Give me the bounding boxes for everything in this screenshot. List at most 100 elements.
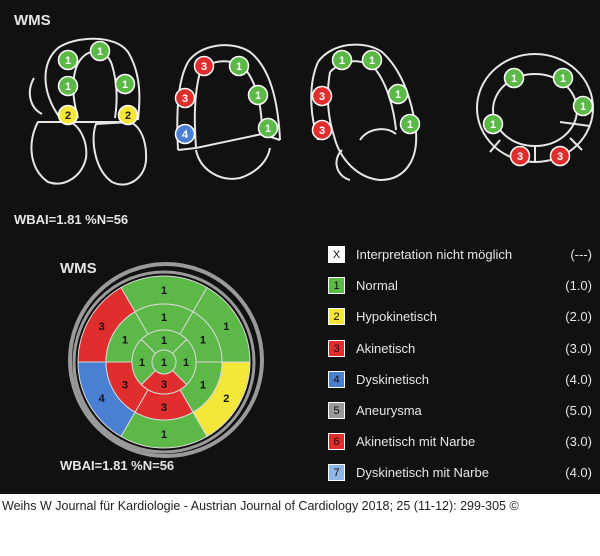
segment-label: 3 bbox=[201, 61, 207, 73]
legend-label: Dyskinetisch bbox=[356, 371, 429, 387]
legend-label: Hypokinetisch bbox=[356, 309, 437, 325]
legend-swatch: 4 bbox=[328, 370, 345, 388]
segment-marker bbox=[331, 49, 353, 71]
segment-marker bbox=[57, 49, 79, 71]
segment-marker bbox=[549, 145, 571, 167]
segment-marker bbox=[228, 55, 250, 77]
segment-marker bbox=[257, 117, 279, 139]
segment-label: 1 bbox=[407, 119, 413, 131]
segment-label: 1 bbox=[97, 46, 103, 58]
legend-swatch: 2 bbox=[328, 308, 345, 326]
bullseye-segment-label: 2 bbox=[223, 393, 229, 405]
legend-row: 4 Dyskinetisch (4.0) bbox=[326, 370, 596, 392]
bullseye-segment-label: 1 bbox=[223, 321, 229, 333]
segment-marker bbox=[174, 87, 196, 109]
segment-marker bbox=[311, 119, 333, 141]
legend-label: Normal bbox=[356, 278, 398, 294]
legend-row: 5 Aneurysma (5.0) bbox=[326, 401, 596, 423]
view-3ch-markers: 1 1 3 1 3 1 bbox=[311, 49, 421, 141]
echo-views: 1 1 1 1 2 2 3 1 3 1 4 1 bbox=[28, 37, 594, 186]
segment-label: 1 bbox=[65, 55, 71, 67]
wms-title-bullseye: WMS bbox=[60, 260, 97, 277]
segment-label: 3 bbox=[319, 91, 325, 103]
bullseye-segment-label: 1 bbox=[200, 380, 206, 392]
legend-label: Interpretation nicht möglich bbox=[356, 247, 513, 262]
bullseye-segment-label: 3 bbox=[161, 402, 167, 414]
bullseye-segment-label: 3 bbox=[122, 380, 128, 392]
view-2ch bbox=[176, 44, 281, 180]
segment-marker bbox=[361, 49, 383, 71]
legend-value: (4.0) bbox=[565, 371, 592, 387]
bullseye-segment-label: 1 bbox=[139, 357, 145, 369]
segment-label: 1 bbox=[560, 73, 566, 85]
segment-label: 1 bbox=[369, 55, 375, 67]
legend-value: (3.0) bbox=[565, 434, 592, 450]
segment-label: 2 bbox=[125, 110, 131, 122]
legend-value: (2.0) bbox=[565, 309, 592, 325]
segment-marker bbox=[399, 113, 421, 135]
segment-label: 3 bbox=[517, 151, 523, 163]
legend-label: Akinetisch mit Narbe bbox=[356, 434, 476, 450]
segment-marker bbox=[174, 123, 196, 145]
legend-swatch: 6 bbox=[328, 433, 345, 451]
segment-marker bbox=[57, 104, 79, 126]
segment-label: 1 bbox=[265, 123, 271, 135]
segment-marker bbox=[114, 73, 136, 95]
bullseye-segment-label: 3 bbox=[99, 321, 105, 333]
segment-label: 1 bbox=[236, 61, 242, 73]
wms-title-top: WMS bbox=[14, 12, 51, 29]
legend-value: (1.0) bbox=[565, 278, 592, 294]
segment-label: 3 bbox=[319, 125, 325, 137]
legend-value: (4.0) bbox=[565, 465, 592, 481]
segment-marker bbox=[503, 67, 525, 89]
view-sax-markers: 1 1 1 1 3 3 bbox=[482, 67, 594, 167]
bullseye-segment-label: 1 bbox=[161, 357, 167, 369]
segment-label: 2 bbox=[65, 110, 71, 122]
legend-label: Akinetisch bbox=[356, 340, 416, 356]
segment-label: 1 bbox=[395, 89, 401, 101]
legend-row: X Interpretation nicht möglich (---) bbox=[326, 245, 596, 267]
segment-label: 1 bbox=[122, 79, 128, 91]
segment-marker bbox=[57, 75, 79, 97]
segment-label: 4 bbox=[182, 129, 189, 141]
bullseye-inner-ring bbox=[72, 270, 256, 454]
citation-footer: Weihs W Journal für Kardiologie - Austri… bbox=[2, 499, 519, 513]
legend-row: 2 Hypokinetisch (2.0) bbox=[326, 307, 596, 329]
segment-marker bbox=[89, 40, 111, 62]
segment-label: 1 bbox=[580, 101, 586, 113]
legend-row: 7 Dyskinetisch mit Narbe (4.0) bbox=[326, 463, 596, 485]
legend-label: Aneurysma bbox=[356, 403, 422, 418]
segment-marker bbox=[117, 104, 139, 126]
legend-swatch: 5 bbox=[328, 402, 345, 419]
legend-label: Dyskinetisch mit Narbe bbox=[356, 465, 489, 481]
bullseye-segment-label: 4 bbox=[99, 393, 106, 405]
bullseye-segment-label: 1 bbox=[200, 335, 206, 347]
bullseye-segment-label: 1 bbox=[161, 312, 167, 324]
bullseye-segment-label: 1 bbox=[161, 285, 167, 297]
bullseye-apex bbox=[151, 349, 177, 375]
bullseye-segment-label: 1 bbox=[161, 429, 167, 441]
legend-row: 6 Akinetisch mit Narbe (3.0) bbox=[326, 432, 596, 454]
segment-marker bbox=[247, 84, 269, 106]
legend-swatch: 7 bbox=[328, 464, 345, 482]
segment-label: 3 bbox=[557, 151, 563, 163]
segment-label: 3 bbox=[182, 93, 188, 105]
legend-value: (---) bbox=[570, 247, 592, 262]
segment-label: 1 bbox=[511, 73, 517, 85]
segment-label: 1 bbox=[339, 55, 345, 67]
legend-value: (5.0) bbox=[565, 403, 592, 418]
bullseye-outer-ring bbox=[68, 262, 264, 458]
segment-label: 1 bbox=[255, 90, 261, 102]
segment-label: 1 bbox=[490, 119, 496, 131]
bullseye-segment-label: 1 bbox=[122, 335, 128, 347]
legend-swatch: X bbox=[328, 246, 345, 263]
bullseye-segment-label: 1 bbox=[161, 335, 167, 347]
legend-swatch: 3 bbox=[328, 339, 345, 357]
segment-marker bbox=[193, 55, 215, 77]
segment-marker bbox=[311, 85, 333, 107]
view-2ch-markers: 3 1 3 1 4 1 bbox=[174, 55, 279, 145]
segment-marker bbox=[509, 145, 531, 167]
